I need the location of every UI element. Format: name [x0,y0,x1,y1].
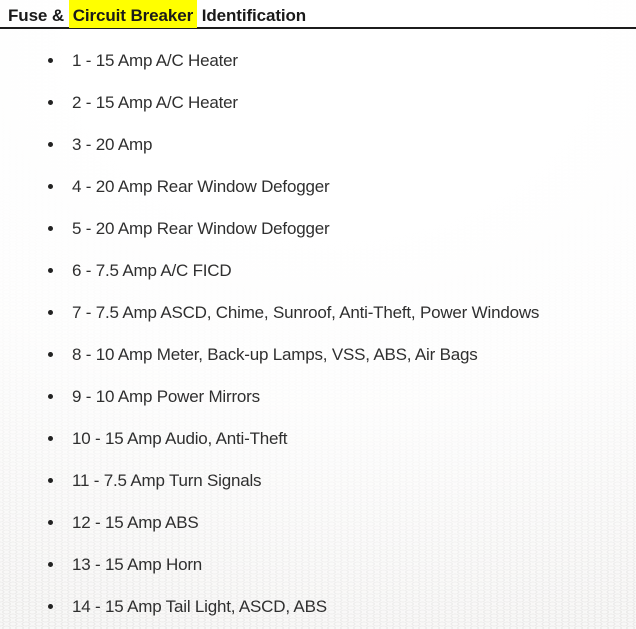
fuse-list-item: 7 - 7.5 Amp ASCD, Chime, Sunroof, Anti-T… [48,303,626,323]
fuse-list-item-label: 2 - 15 Amp A/C Heater [72,93,238,112]
bullet-icon [48,310,53,315]
fuse-list-item: 13 - 15 Amp Horn [48,555,626,575]
bullet-icon [48,520,53,525]
bullet-icon [48,478,53,483]
heading-suffix: Identification [197,6,307,25]
heading-prefix: Fuse & [8,6,69,25]
fuse-list-item-label: 5 - 20 Amp Rear Window Defogger [72,219,330,238]
fuse-list-item: 11 - 7.5 Amp Turn Signals [48,471,626,491]
fuse-list-item-label: 8 - 10 Amp Meter, Back-up Lamps, VSS, AB… [72,345,478,364]
page-header: Fuse & Circuit Breaker Identification [0,0,636,29]
fuse-list-item: 8 - 10 Amp Meter, Back-up Lamps, VSS, AB… [48,345,626,365]
fuse-list-item-label: 7 - 7.5 Amp ASCD, Chime, Sunroof, Anti-T… [72,303,540,322]
fuse-list: 1 - 15 Amp A/C Heater 2 - 15 Amp A/C Hea… [0,29,636,617]
fuse-list-item: 4 - 20 Amp Rear Window Defogger [48,177,626,197]
fuse-list-item-label: 6 - 7.5 Amp A/C FICD [72,261,232,280]
bullet-icon [48,352,53,357]
fuse-list-item-label: 9 - 10 Amp Power Mirrors [72,387,260,406]
bullet-icon [48,100,53,105]
fuse-list-item: 1 - 15 Amp A/C Heater [48,51,626,71]
fuse-list-item: 3 - 20 Amp [48,135,626,155]
fuse-list-item: 2 - 15 Amp A/C Heater [48,93,626,113]
bullet-icon [48,562,53,567]
fuse-list-item: 6 - 7.5 Amp A/C FICD [48,261,626,281]
heading-highlight: Circuit Breaker [68,0,198,28]
fuse-list-item: 12 - 15 Amp ABS [48,513,626,533]
page-title: Fuse & Circuit Breaker Identification [8,0,628,28]
fuse-list-item-label: 3 - 20 Amp [72,135,153,154]
fuse-list-item-label: 13 - 15 Amp Horn [72,555,203,574]
fuse-list-item-label: 12 - 15 Amp ABS [72,513,199,532]
bullet-icon [48,58,53,63]
bullet-icon [48,142,53,147]
bullet-icon [48,604,53,609]
bullet-icon [48,184,53,189]
bullet-icon [48,226,53,231]
bullet-icon [48,394,53,399]
fuse-list-item: 5 - 20 Amp Rear Window Defogger [48,219,626,239]
fuse-list-item: 10 - 15 Amp Audio, Anti-Theft [48,429,626,449]
bullet-icon [48,436,53,441]
fuse-list-item-label: 4 - 20 Amp Rear Window Defogger [72,177,330,196]
bullet-icon [48,268,53,273]
fuse-list-item: 9 - 10 Amp Power Mirrors [48,387,626,407]
fuse-list-item: 14 - 15 Amp Tail Light, ASCD, ABS [48,597,626,617]
fuse-list-item-label: 1 - 15 Amp A/C Heater [72,51,238,70]
fuse-list-item-label: 14 - 15 Amp Tail Light, ASCD, ABS [72,597,327,616]
fuse-list-item-label: 10 - 15 Amp Audio, Anti-Theft [72,429,288,448]
fuse-list-item-label: 11 - 7.5 Amp Turn Signals [72,471,262,490]
